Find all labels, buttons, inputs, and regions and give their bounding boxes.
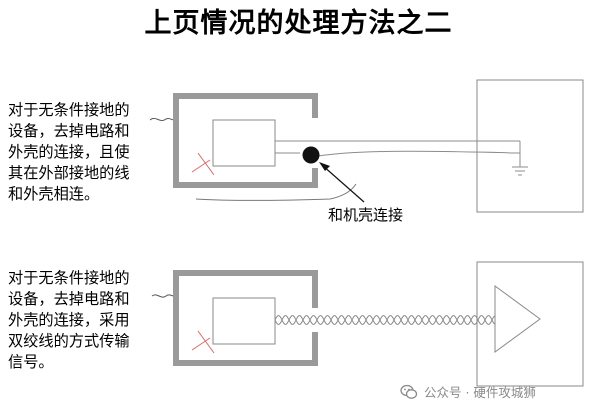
panel-2-circuit-box [212,297,276,345]
panel-1-leader-line [149,117,177,122]
panel-2-chassis [173,270,318,366]
panel-2-diagram [151,261,584,387]
panel-1-chassis [173,93,318,188]
panel-1-shield-wire [317,150,521,157]
panel-1-callout-label: 和机壳连接 [328,206,404,224]
panel-1-callout-arrow [321,164,365,203]
panel-2-disconnect-mark [191,330,215,354]
panel-2-receiver-amplifier [494,285,541,353]
panel-2-leader-line [151,294,177,298]
panel-1-description: 对于无条件接地的设备，去掉电路和外壳的连接，且使其在外部接地的线和外壳相连。 [8,101,130,203]
watermark: 公众号 · 硬件攻城狮 [400,382,536,401]
panel-1-circuit-box [212,119,276,167]
panel-1-ground-icon [512,141,528,176]
panel-2-external-box [476,261,584,387]
twisted-pair-wire-1 [274,315,496,325]
panel-1-disconnect-mark [191,152,215,176]
panel-1-external-box [476,79,584,213]
watermark-text: 公众号 · 硬件攻城狮 [424,385,536,400]
twisted-pair-wire-2 [274,315,496,325]
panel-1-diagram [149,79,584,213]
panel-2-description: 对于无条件接地的设备，去掉电路和外壳的连接，采用双绞线的方式传输信号。 [8,269,130,371]
slide-title: 上页情况的处理方法之二 [144,8,453,39]
panel-1-callout-arrowhead [319,162,330,171]
panel-2-twisted-pair-cable [274,315,496,325]
panel-1-chassis-connection-dot [302,146,320,164]
panel-1-lower-wire [195,183,357,201]
wechat-icon [400,384,418,399]
